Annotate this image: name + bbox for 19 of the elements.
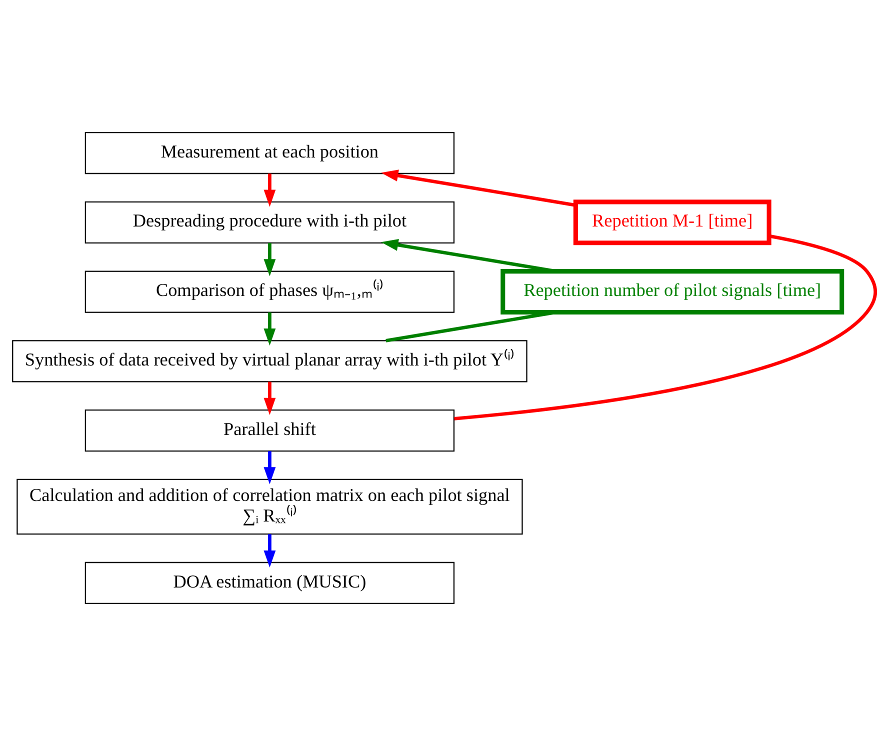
node-box: Measurement at each position bbox=[84, 132, 455, 174]
node-box: Synthesis of data received by virtual planar array with i-th pilot Y⁽ⁱ⁾ bbox=[12, 340, 528, 382]
arrow bbox=[264, 382, 276, 415]
node-box: DOA estimation (MUSIC) bbox=[84, 562, 455, 604]
node-box: Comparison of phases ψₘ₋₁,ₘ⁽ⁱ⁾ bbox=[84, 270, 455, 313]
arrow bbox=[264, 312, 276, 346]
node-box: Repetition M-1 [time] bbox=[573, 200, 772, 246]
connector bbox=[386, 310, 556, 342]
arrow bbox=[381, 170, 576, 207]
arrow bbox=[264, 174, 276, 207]
node-box: Repetition number of pilot signals [time] bbox=[500, 269, 844, 315]
arrow bbox=[381, 239, 556, 273]
arrow bbox=[264, 534, 276, 568]
node-box: Parallel shift bbox=[84, 410, 455, 452]
arrow bbox=[264, 242, 276, 276]
node-box: Despreading procedure with i-th pilot bbox=[84, 201, 455, 244]
connector bbox=[454, 234, 877, 420]
arrow bbox=[264, 451, 276, 484]
node-box: Calculation and addition of correlation matrix on each pilot signal ∑ᵢ Rₓₓ⁽ⁱ⁾ bbox=[16, 478, 523, 535]
